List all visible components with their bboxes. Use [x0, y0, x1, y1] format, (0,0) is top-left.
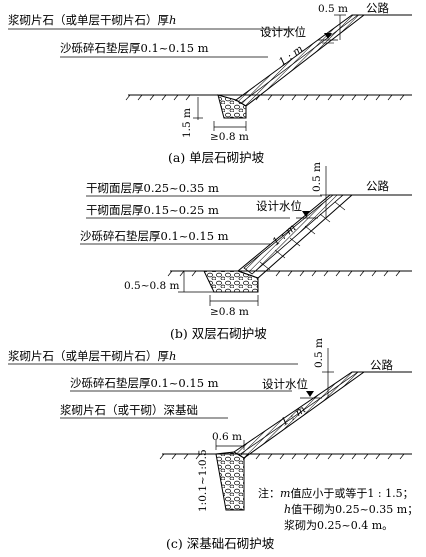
- label-masonry-a: 浆砌片石（或单层干砌片石）厚h: [8, 13, 176, 27]
- ground-hatch-a: [125, 94, 405, 101]
- caption-a: (a) 单层石砌护坡: [168, 150, 265, 165]
- label-cushion-a: 沙砾碎石垫层厚0.1~0.15 m: [60, 41, 209, 55]
- freeboard-b: 0.5 m: [311, 162, 323, 192]
- slope-lining-b: [243, 194, 345, 275]
- road-c: 公路: [370, 358, 393, 372]
- design-water-level-a: 设计水位: [260, 25, 306, 39]
- note-line-3: 浆砌为0.25~0.4 m。: [284, 518, 393, 532]
- caption-b: (b) 双层石砌护坡: [170, 326, 267, 341]
- freeboard-a: 0.5 m: [318, 3, 348, 15]
- slope-grid-b: [259, 201, 346, 271]
- road-b: 公路: [366, 179, 389, 193]
- design-water-level-b: 设计水位: [256, 199, 302, 213]
- design-water-level-c: 设计水位: [262, 377, 308, 391]
- label-masonry-c: 浆砌片石（或单层干砌片石）厚h: [8, 349, 176, 363]
- label-dry-bottom-b: 干砌面层厚0.15~0.25 m: [86, 203, 219, 217]
- ground-hatch-b: [167, 270, 401, 277]
- toe-width-b: ≥0.8 m: [210, 306, 249, 318]
- note: 注：m值应小于或等于1 : 1.5； h值干砌为0.25~0.35 m； 浆砌为…: [258, 486, 418, 532]
- panel-a: 浆砌片石（或单层干砌片石）厚h 沙砾碎石垫层厚0.1~0.15 m 0.5 m …: [8, 1, 412, 165]
- found-width-c: 0.6 m: [212, 431, 242, 443]
- depth-b: 0.5~0.8 m: [124, 280, 180, 292]
- note-line-2: h值干砌为0.25~0.35 m；: [284, 503, 418, 516]
- panel-c: 浆砌片石（或单层干砌片石）厚h 沙砾碎石垫层厚0.1~0.15 m 浆砌片石（或…: [8, 338, 412, 551]
- water-triangle-a: [324, 33, 332, 39]
- slope-inner-line-a: [240, 14, 359, 104]
- freeboard-c: 0.5 m: [313, 338, 325, 368]
- slope-ratio-c: 1 : m: [279, 404, 308, 429]
- label-cushion-c: 沙砾碎石垫层厚0.1~0.15 m: [70, 376, 219, 390]
- road-a: 公路: [366, 1, 389, 15]
- toe-width-a: ≥0.8 m: [210, 131, 249, 143]
- found-slope-c: 1:0.1~1:0.5: [197, 449, 209, 512]
- slope-inner-line-c: [238, 371, 359, 456]
- toe-b: [203, 270, 259, 293]
- label-foundation-c: 浆砌片石（或干砌）深基础: [60, 403, 198, 417]
- deep-foundation-c: [215, 451, 245, 511]
- water-triangle-c: [306, 391, 314, 397]
- depth-a: 1.5 m: [181, 108, 193, 138]
- water-triangle-b: [302, 211, 310, 217]
- toe-a: [217, 94, 247, 119]
- caption-c: (c) 深基础石砌护坡: [166, 536, 275, 551]
- label-dry-top-b: 干砌面层厚0.25~0.35 m: [86, 181, 219, 195]
- panel-b: 干砌面层厚0.25~0.35 m 干砌面层厚0.15~0.25 m 沙砾碎石垫层…: [80, 162, 412, 341]
- note-line-1: 注：m值应小于或等于1 : 1.5；: [258, 486, 414, 500]
- label-cushion-b: 沙砾碎石垫层厚0.1~0.15 m: [80, 229, 229, 243]
